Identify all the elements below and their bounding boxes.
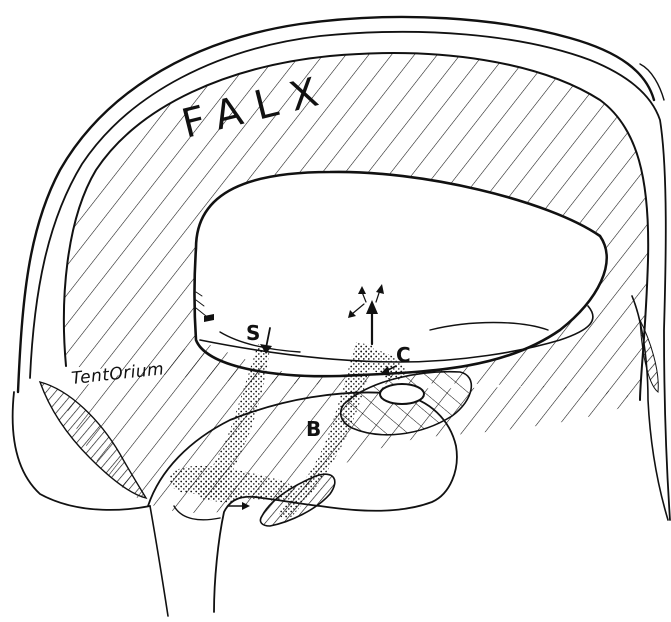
- label-s: S: [246, 321, 260, 345]
- label-b: B: [306, 417, 321, 441]
- label-c: C: [396, 343, 411, 367]
